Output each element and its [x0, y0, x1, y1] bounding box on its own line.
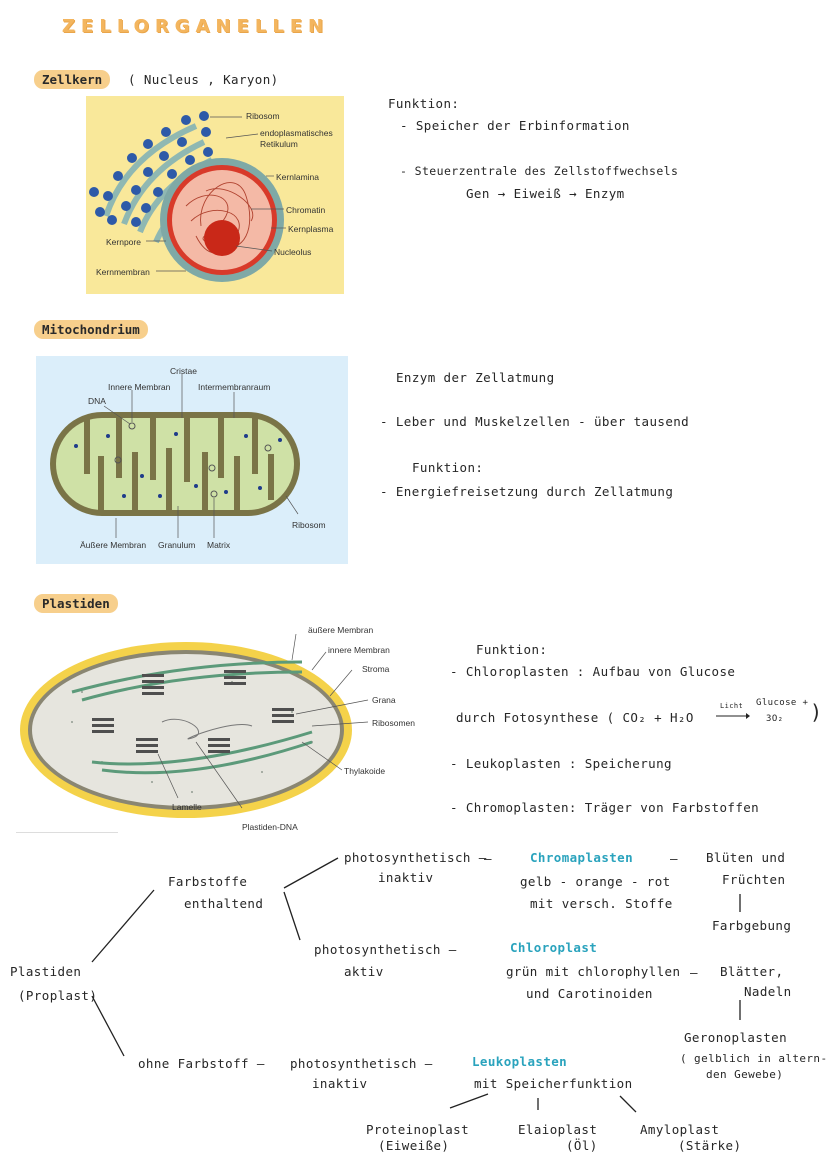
tree-elaioplast-2: (Öl)	[566, 1138, 598, 1153]
plast-funktion-label: Funktion:	[476, 642, 548, 657]
label-matrix: Matrix	[207, 540, 231, 550]
label-granulum: Granulum	[158, 540, 196, 550]
label-ribosom: Ribosom	[246, 111, 280, 121]
nucleus-funktion-2: - Steuerzentrale des Zellstoffwechsels	[400, 164, 679, 178]
plast-chromo: - Chromoplasten: Träger von Farbstoffen	[450, 800, 760, 815]
label-kernmembran: Kernmembran	[96, 267, 150, 277]
tree-farbgebung: Farbgebung	[712, 918, 792, 933]
label-chromatin: Chromatin	[286, 205, 326, 215]
tree-ps-inaktiv-2: inaktiv	[378, 870, 434, 885]
label-aeussere-membran: Äußere Membran	[80, 540, 147, 550]
tree-blueten-1: Blüten und	[706, 850, 786, 865]
label-kernlamina: Kernlamina	[276, 172, 319, 182]
tree-blaetter-1: Blätter,	[720, 964, 784, 979]
heading-plastiden: Plastiden	[34, 594, 118, 613]
tree-ps-aktiv-2: aktiv	[344, 964, 384, 979]
label-plastiden-dna: Plastiden-DNA	[242, 822, 298, 832]
nucleus-funktion-label: Funktion:	[388, 96, 460, 111]
label-er-1: endoplasmatisches	[260, 128, 333, 138]
mito-line-1: Enzym der Zellatmung	[396, 370, 555, 385]
gene-chain: Gen → Eiweiß → Enzym	[466, 186, 625, 201]
tree-geronoplasten: Geronoplasten	[684, 1030, 788, 1045]
tree-ps-inaktiv-1: photosynthetisch —	[344, 850, 487, 865]
tree-leukoplasten: Leukoplasten	[472, 1054, 568, 1069]
paren-close: )	[810, 700, 823, 724]
plast-chloro-2: durch Fotosynthese ( CO₂ + H₂O	[456, 710, 694, 725]
tree-proplast: (Proplast)	[18, 988, 98, 1003]
mito-line-2: - Leber und Muskelzellen - über tausend	[380, 414, 690, 429]
label-innere-membran: Innere Membran	[108, 382, 171, 392]
mito-funktion-1: - Energiefreisetzung durch Zellatmung	[380, 484, 674, 499]
tree-amyloplast-2: (Stärke)	[678, 1138, 742, 1153]
tree-chloroplast: Chloroplast	[510, 940, 598, 955]
mito-diagram	[36, 356, 348, 564]
tree-amyloplast-1: Amyloplast	[640, 1122, 720, 1137]
label-intermembranraum: Intermembranraum	[198, 382, 271, 392]
tree-gerono-desc-1: ( gelblich in altern-	[680, 1052, 828, 1065]
tree-ps-aktiv-1: photosynthetisch —	[314, 942, 457, 957]
plast-chloro-1: - Chloroplasten : Aufbau von Glucose	[450, 664, 736, 679]
chain-gen: Gen	[466, 186, 490, 201]
tree-ps-inaktiv3-2: inaktiv	[312, 1076, 368, 1091]
tree-plastiden: Plastiden	[10, 964, 82, 979]
label-stroma: Stroma	[362, 664, 390, 674]
label-er-2: Retikulum	[260, 139, 298, 149]
tree-elaioplast-1: Elaioplast	[518, 1122, 598, 1137]
tree-dash-1: —	[484, 851, 492, 866]
arrow-icon	[716, 713, 750, 719]
tree-chloro-dash: —	[690, 965, 698, 980]
tree-gerono-desc-2: den Gewebe)	[706, 1068, 784, 1081]
nucleus-funktion-1: - Speicher der Erbinformation	[400, 118, 630, 133]
label-licht: Licht	[720, 702, 744, 710]
tree-proteinoplast-1: Proteinoplast	[366, 1122, 470, 1137]
tree-chromoplasten: Chromaplasten	[530, 850, 634, 865]
nucleus-diagram	[86, 96, 344, 294]
label-thylakoide: Thylakoide	[344, 766, 386, 776]
label-mito-ribosom: Ribosom	[292, 520, 326, 530]
tree-ohne-farbstoff: ohne Farbstoff —	[138, 1056, 265, 1071]
tree-lines	[91, 857, 741, 1113]
tree-chloro-desc-2: und Carotinoiden	[526, 986, 653, 1001]
tree-farbstoffe-2: enthaltend	[184, 896, 264, 911]
page-title: ZELLORGANELLEN	[62, 16, 330, 37]
heading-mitochondrium: Mitochondrium	[34, 320, 148, 339]
tree-leuko-desc: mit Speicherfunktion	[474, 1076, 633, 1091]
label-glucose-1: Glucose +	[756, 698, 809, 708]
heading-zellkern: Zellkern	[34, 70, 111, 89]
tree-blaetter-2: Nadeln	[744, 984, 792, 999]
tree-blueten-2: Früchten	[722, 872, 786, 887]
divider	[16, 832, 118, 833]
arrow-icon: →	[569, 186, 578, 201]
arrow-icon: →	[497, 186, 506, 201]
plast-leuko: - Leukoplasten : Speicherung	[450, 756, 672, 771]
label-lamelle: Lamelle	[172, 802, 202, 812]
nucleus-subtitle: ( Nucleus , Karyon)	[128, 72, 279, 87]
label-kernpore: Kernpore	[106, 237, 141, 247]
label-cristae: Cristae	[170, 366, 197, 376]
label-kernplasma: Kernplasma	[288, 224, 334, 234]
label-plast-aeussere: äußere Membran	[308, 625, 374, 635]
tree-chromo-desc-2: mit versch. Stoffe	[530, 896, 673, 911]
label-ribosomen: Ribosomen	[372, 718, 415, 728]
plastid-diagram	[20, 633, 369, 818]
label-nucleolus: Nucleolus	[274, 247, 312, 257]
label-dna: DNA	[88, 396, 106, 406]
chain-eiweiss: Eiweiß	[513, 186, 562, 201]
label-plast-innere: innere Membran	[328, 645, 390, 655]
tree-farbstoffe-1: Farbstoffe	[168, 874, 248, 889]
tree-ps-inaktiv3-1: photosynthetisch —	[290, 1056, 433, 1071]
tree-chloro-desc-1: grün mit chlorophyllen	[506, 964, 681, 979]
label-grana: Grana	[372, 695, 396, 705]
tree-chromo-desc-1: gelb - orange - rot	[520, 874, 671, 889]
tree-proteinoplast-2: (Eiweiße)	[378, 1138, 450, 1153]
mito-funktion-label: Funktion:	[412, 460, 484, 475]
label-glucose-2: 3O₂	[766, 714, 784, 724]
tree-chromo-dash: —	[670, 851, 678, 866]
chain-enzym: Enzym	[584, 186, 625, 201]
